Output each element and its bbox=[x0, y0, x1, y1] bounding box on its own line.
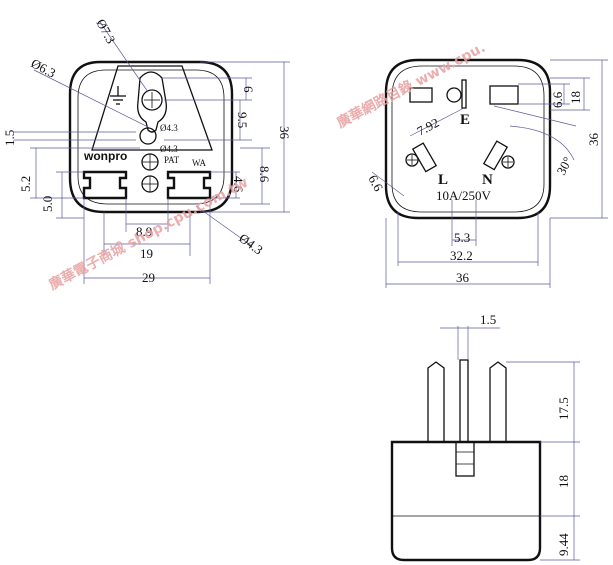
l-pin bbox=[411, 142, 438, 173]
dim-792: 7.92 bbox=[414, 115, 441, 139]
dim-h19: 19 bbox=[140, 246, 153, 261]
n-pin bbox=[482, 140, 509, 171]
dim-175: 17.5 bbox=[556, 397, 571, 420]
front-view: wonpro PAT WA Ø7.3 Ø6.3 Ø4.3 Ø4.3 Ø4.3 1… bbox=[2, 16, 292, 285]
dim-36h: 36 bbox=[456, 270, 470, 285]
dim-v52: 5.2 bbox=[18, 176, 33, 192]
dim-18-side: 18 bbox=[556, 475, 571, 488]
earth-socket bbox=[137, 71, 167, 133]
earth-slot bbox=[461, 79, 467, 109]
dim-322: 32.2 bbox=[450, 248, 473, 263]
dim-18-back: 18 bbox=[568, 91, 583, 104]
dim-66b: 6.6 bbox=[365, 172, 386, 194]
side-pin-left bbox=[427, 361, 445, 443]
dim-d43-a: Ø4.3 bbox=[160, 123, 178, 133]
top-left-slot bbox=[409, 87, 433, 103]
side-pin-earth bbox=[459, 359, 469, 443]
top-right-slot bbox=[489, 85, 519, 105]
dim-15-side: 1.5 bbox=[480, 312, 496, 327]
right-socket bbox=[166, 170, 212, 200]
dim-v15: 1.5 bbox=[2, 130, 17, 146]
dim-944: 9.44 bbox=[556, 533, 571, 556]
front-body-inner bbox=[77, 69, 225, 205]
label-n: N bbox=[482, 172, 493, 188]
side-body bbox=[390, 440, 542, 562]
dim-36v-back: 36 bbox=[586, 133, 601, 147]
dim-66a: 6.6 bbox=[550, 91, 565, 108]
dim-v95: 9.5 bbox=[235, 112, 250, 128]
dim-angle: 30° bbox=[553, 154, 575, 177]
wa-label: WA bbox=[192, 158, 206, 168]
dim-v86: 8.6 bbox=[257, 166, 272, 183]
label-l: L bbox=[438, 172, 448, 188]
side-earth-slot bbox=[455, 441, 475, 477]
earth-ground-icon bbox=[110, 86, 126, 105]
dim-h89: 8.9 bbox=[136, 224, 152, 239]
back-body-outline bbox=[384, 58, 552, 220]
dim-d43-b: Ø4.3 bbox=[160, 144, 178, 154]
front-shutter-frame bbox=[91, 65, 213, 151]
dim-d63: Ø6.3 bbox=[29, 55, 59, 80]
brand-label: wonpro bbox=[83, 149, 127, 163]
pat-label: PAT bbox=[164, 155, 180, 165]
label-e: E bbox=[460, 112, 470, 128]
dim-d73: Ø7.3 bbox=[93, 16, 118, 46]
back-body-inner bbox=[391, 65, 545, 213]
center-hole-upper bbox=[139, 127, 157, 145]
dim-h29: 29 bbox=[142, 270, 155, 285]
dim-v6: 6 bbox=[241, 86, 256, 93]
back-view: L N E 10A/250V 7.92 6.6 6.6 18 36 30° 5.… bbox=[365, 58, 608, 288]
dim-d43-c: Ø4.3 bbox=[236, 230, 266, 257]
side-view: 1.5 17.5 18 9.44 bbox=[390, 312, 580, 562]
top-center-hole bbox=[446, 87, 462, 103]
dim-v46: 4.6 bbox=[231, 176, 246, 193]
dim-v36: 36 bbox=[277, 126, 292, 140]
earth-socket-hole bbox=[141, 89, 163, 111]
front-body-outline bbox=[68, 60, 234, 214]
dim-v50: 5.0 bbox=[40, 196, 55, 212]
rating-label: 10A/250V bbox=[436, 188, 492, 203]
left-socket bbox=[82, 170, 128, 200]
dim-53: 5.3 bbox=[454, 230, 470, 245]
side-pin-right bbox=[489, 361, 507, 443]
